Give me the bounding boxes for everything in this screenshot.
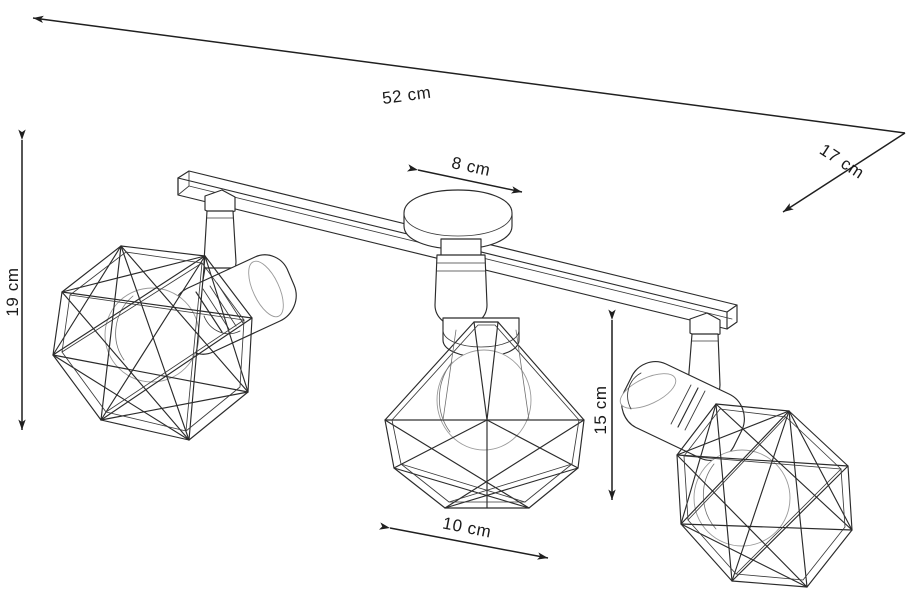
dimension-drop-label: 15 cm bbox=[591, 385, 610, 434]
dimension-length-line bbox=[32, 15, 906, 134]
dimension-height-label: 19 cm bbox=[3, 267, 22, 316]
dimension-canopy: 8 cm bbox=[406, 153, 523, 194]
dimension-depth-label: 17 cm bbox=[816, 140, 868, 183]
lamp-left bbox=[52, 189, 297, 441]
dimension-shade-width-label: 10 cm bbox=[441, 514, 493, 542]
dimension-drop: 15 cm bbox=[591, 309, 616, 500]
dimension-shade-width: 10 cm bbox=[378, 514, 549, 560]
dimension-depth: 17 cm bbox=[782, 132, 906, 213]
dimension-length-label: 52 cm bbox=[381, 83, 432, 108]
dimension-canopy-line bbox=[406, 164, 523, 194]
lamp-center bbox=[384, 238, 585, 509]
dimension-canopy-label: 8 cm bbox=[450, 153, 492, 180]
product-geometry bbox=[52, 170, 853, 588]
dimension-shade-width-line bbox=[378, 522, 549, 560]
dimension-length: 52 cm bbox=[32, 15, 906, 134]
lamp-right bbox=[619, 312, 853, 588]
dimension-height: 19 cm bbox=[3, 129, 26, 430]
dimension-depth-line bbox=[782, 132, 906, 213]
